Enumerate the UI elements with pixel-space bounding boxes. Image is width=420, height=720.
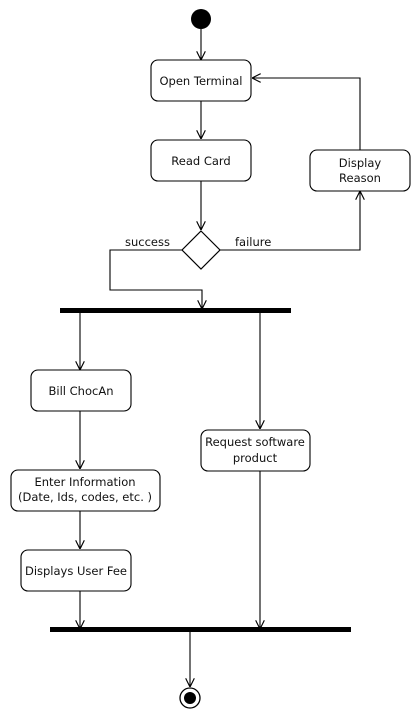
bill-chocan-label: Bill ChocAn xyxy=(49,384,114,398)
display-reason-node xyxy=(309,149,411,192)
success-guard-label: success xyxy=(125,235,170,249)
fork-bar xyxy=(60,308,291,313)
edge-failure-to-display-reason xyxy=(220,191,360,251)
read-card-node xyxy=(150,139,252,182)
edges xyxy=(80,29,360,687)
enter-information-label-line1: Enter Information xyxy=(34,475,135,489)
displays-user-fee-label: Displays User Fee xyxy=(25,564,127,578)
display-reason-label-line2: Reason xyxy=(339,171,381,185)
enter-information-node xyxy=(10,469,161,512)
open-terminal-label: Open Terminal xyxy=(160,74,243,88)
join-bar xyxy=(50,627,351,632)
displays-user-fee-node xyxy=(20,549,132,592)
failure-guard-label: failure xyxy=(235,235,271,249)
read-card-label: Read Card xyxy=(171,154,230,168)
edge-success-to-fork xyxy=(109,249,202,309)
enter-information-label-line2: (Date, Ids, codes, etc. ) xyxy=(18,490,152,504)
request-software-product-node xyxy=(200,429,311,472)
open-terminal-node xyxy=(150,59,252,102)
bill-chocan-node xyxy=(30,369,132,412)
request-software-label-line1: Request software xyxy=(205,435,305,449)
decision-node xyxy=(181,230,221,270)
final-node-inner xyxy=(184,692,196,704)
initial-node xyxy=(191,9,211,29)
edge-display-reason-to-open-terminal xyxy=(252,78,361,150)
request-software-label-line2: product xyxy=(233,451,278,465)
display-reason-label-line1: Display xyxy=(339,156,382,170)
